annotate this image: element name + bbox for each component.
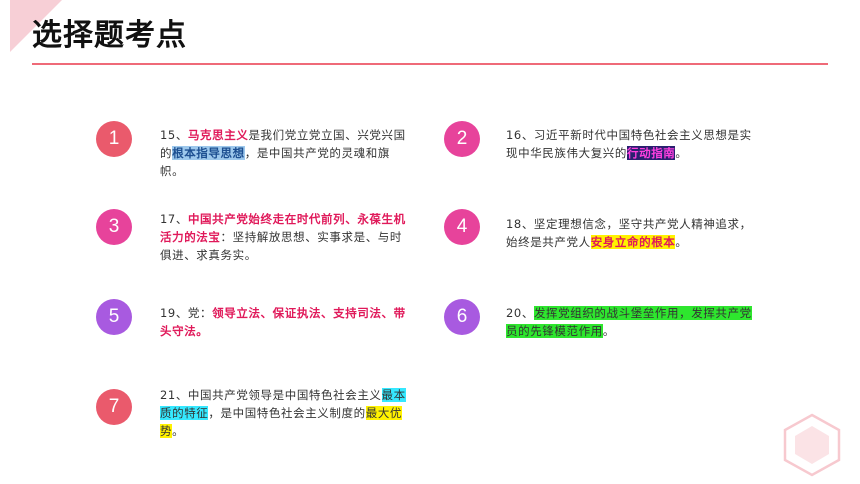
emphasis-text: 领导立法、保证执法、支持司法、带头守法。 — [160, 306, 406, 338]
text-part: 。 — [602, 324, 615, 338]
text-part: 18、坚定理想信念，坚守共产党人精神追求，始终是共产党人 — [506, 217, 752, 249]
number-badge: 4 — [444, 209, 480, 245]
number-badge: 3 — [96, 209, 132, 245]
highlight-text: 发挥党组织的战斗堡垒作用，发挥共产党员的先锋模范作用 — [506, 306, 752, 338]
page-title: 选择题考点 — [32, 18, 187, 53]
item-text: 19、党：领导立法、保证执法、支持司法、带头守法。 — [160, 304, 410, 340]
highlight-text: 行动指南 — [627, 146, 676, 160]
highlight-text: 根本指导思想 — [172, 146, 245, 160]
number-badge: 2 — [444, 121, 480, 157]
number-badge: 1 — [96, 121, 132, 157]
text-part: ，是中国特色社会主义制度的 — [208, 406, 366, 420]
item-text: 21、中国共产党领导是中国特色社会主义最本质的特征，是中国特色社会主义制度的最大… — [160, 386, 410, 440]
number-badge: 5 — [96, 299, 132, 335]
number-badge: 7 — [96, 389, 132, 425]
text-part: 。 — [675, 235, 688, 249]
title-underline — [32, 63, 828, 65]
item-text: 15、马克思主义是我们党立党立国、兴党兴国的根本指导思想，是中国共产党的灵魂和旗… — [160, 126, 410, 180]
item-text: 17、中国共产党始终走在时代前列、永葆生机活力的法宝：坚持解放思想、实事求是、与… — [160, 210, 410, 264]
hexagon-decoration — [783, 413, 841, 477]
text-part: 。 — [675, 146, 688, 160]
text-part: 19、党： — [160, 306, 213, 320]
text-part: ：坚持解放思想、实事求是、与时俱进、求真务实。 — [160, 230, 402, 262]
item-text: 18、坚定理想信念，坚守共产党人精神追求，始终是共产党人安身立命的根本。 — [506, 215, 756, 251]
corner-accent — [10, 0, 62, 52]
item-text: 16、习近平新时代中国特色社会主义思想是实现中华民族伟大复兴的行动指南。 — [506, 126, 756, 162]
text-part: ，是中国共产党的灵魂和旗帜。 — [160, 146, 390, 178]
text-part: 17、 — [160, 212, 188, 226]
text-part: 是我们党立党立国、兴党兴国的 — [160, 128, 406, 160]
text-part: 20、 — [506, 306, 534, 320]
text-part: 15、 — [160, 128, 188, 142]
emphasis-text: 马克思主义 — [187, 128, 249, 142]
number-badge: 6 — [444, 299, 480, 335]
text-part: 。 — [172, 424, 185, 438]
item-text: 20、发挥党组织的战斗堡垒作用，发挥共产党员的先锋模范作用。 — [506, 304, 756, 340]
emphasis-text: 中国共产党始终走在时代前列、永葆生机活力的法宝 — [160, 212, 406, 244]
highlight-text: 安身立命的根本 — [590, 235, 676, 249]
text-part: 21、中国共产党领导是中国特色社会主义 — [160, 388, 382, 402]
text-part: 16、习近平新时代中国特色社会主义思想是实现中华民族伟大复兴的 — [506, 128, 752, 160]
